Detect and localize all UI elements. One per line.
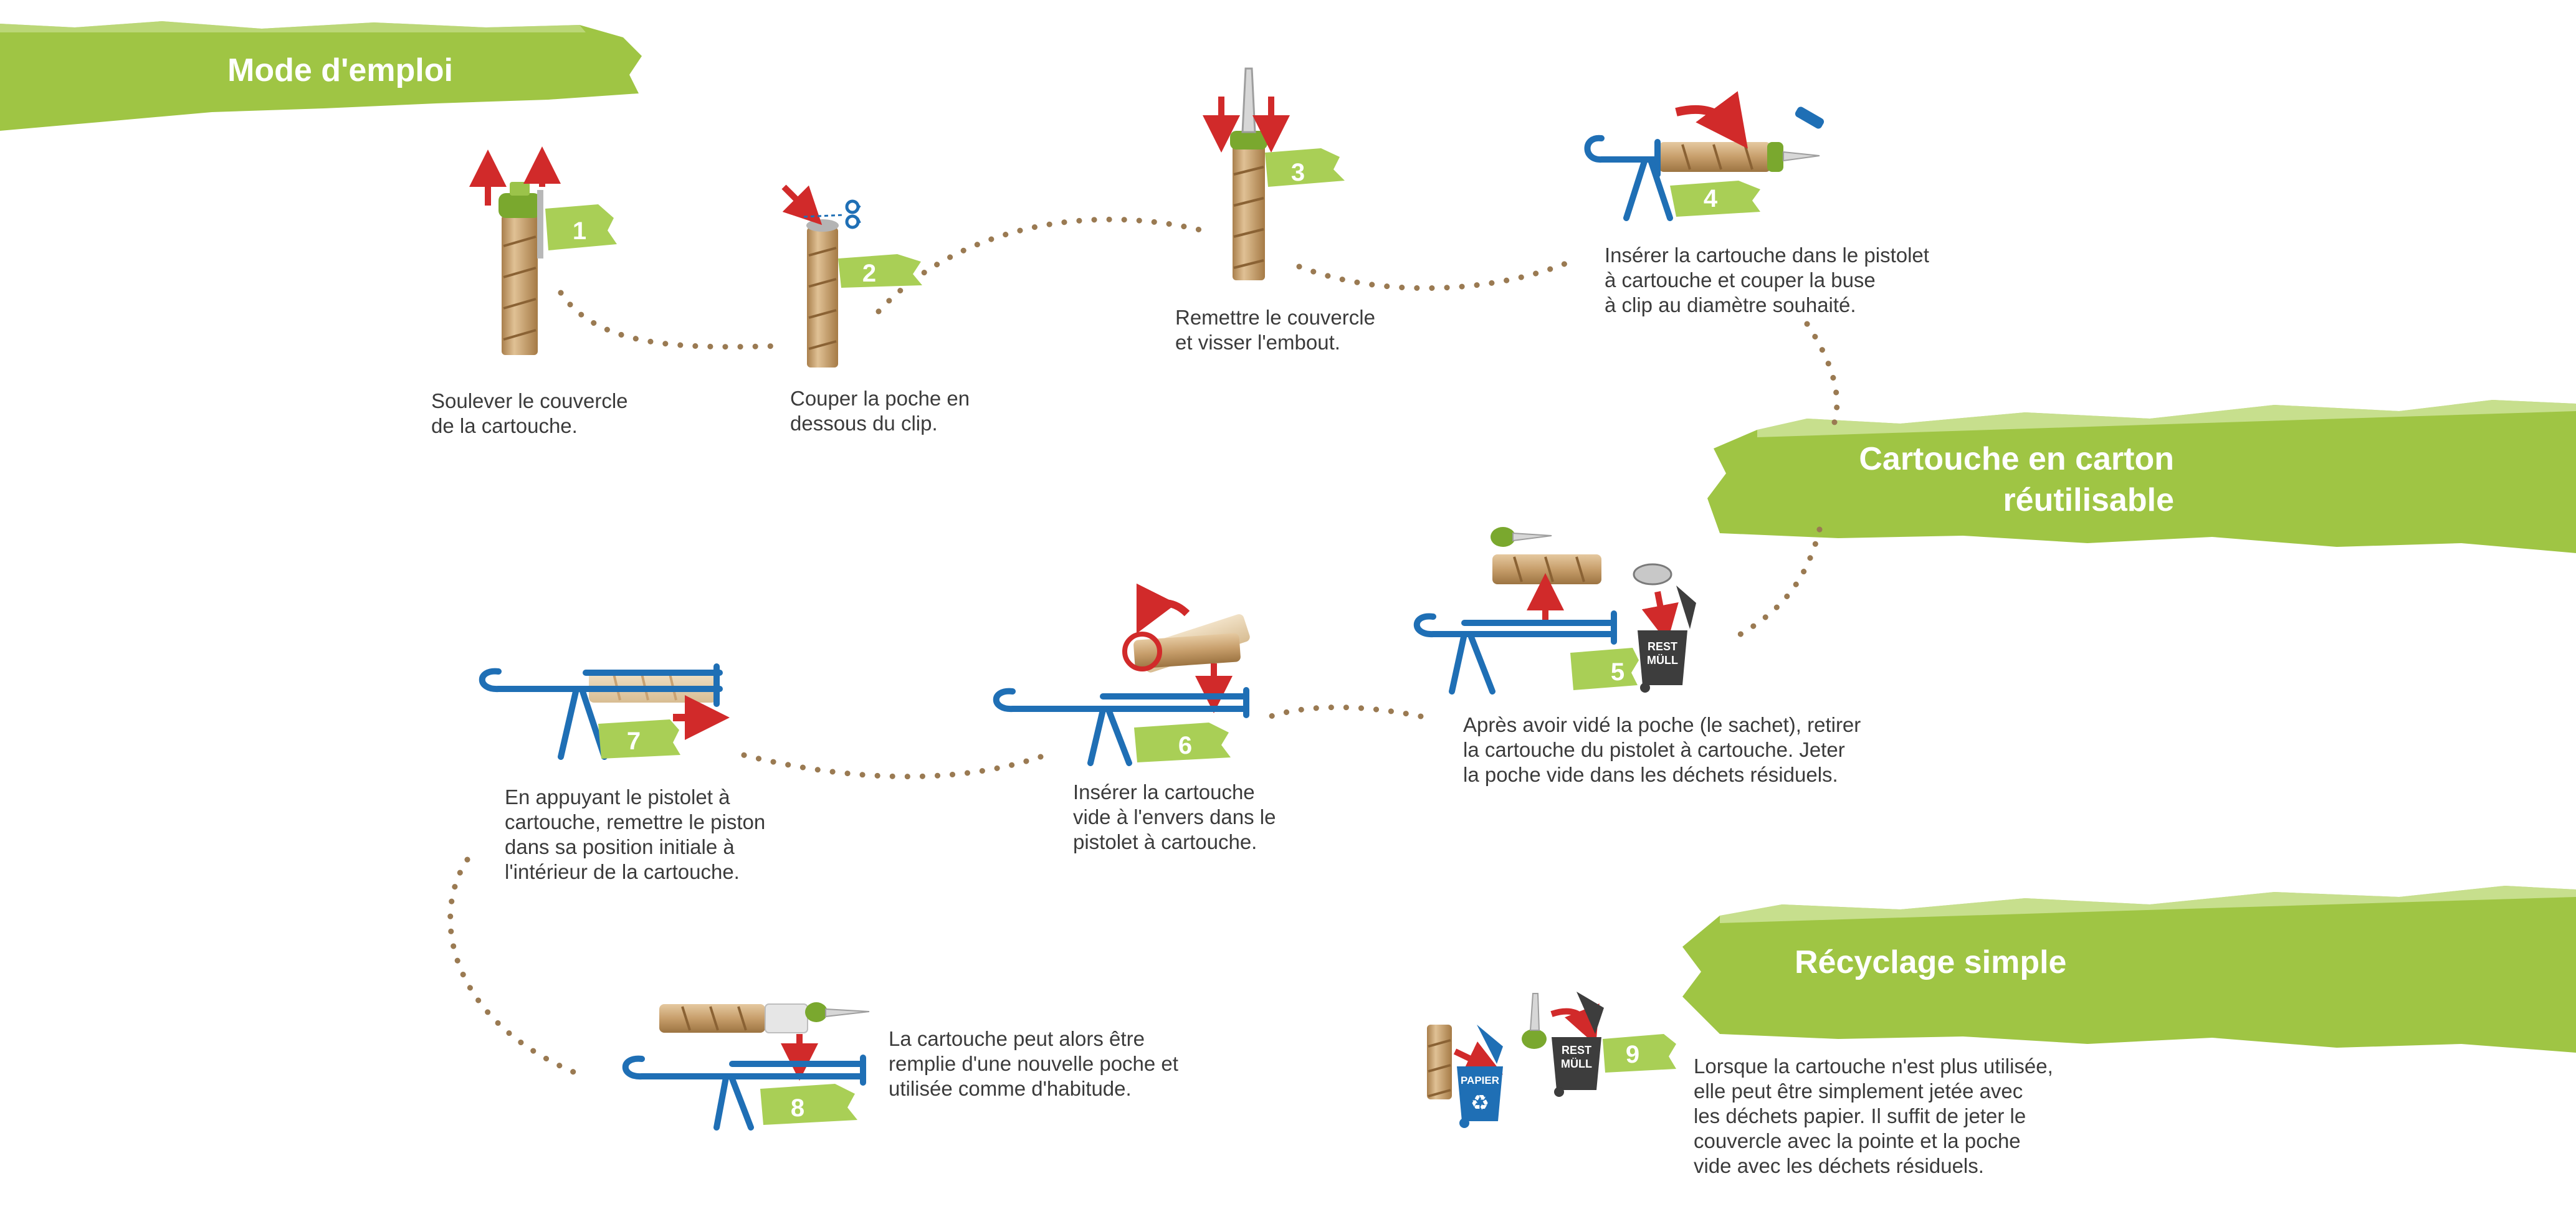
step-2-caption: Couper la poche en dessous du clip. xyxy=(790,387,970,435)
step-4-number: 4 xyxy=(1704,185,1718,212)
banner-recyclage xyxy=(1682,886,2576,1053)
step-3-number: 3 xyxy=(1291,159,1305,186)
step-5-caption: Après avoir vidé la poche (le sachet), r… xyxy=(1463,713,1861,786)
rest-muell-bin-icon xyxy=(1552,992,1604,1097)
bin-muell-label: MÜLL xyxy=(1647,654,1678,666)
step-9-number: 9 xyxy=(1626,1041,1639,1068)
step-8-illustration xyxy=(622,1002,870,1131)
cutter-icon xyxy=(1795,107,1825,129)
step-5-illustration: REST MÜLL xyxy=(1413,527,1696,695)
caulking-gun-icon xyxy=(993,687,1249,766)
step-8-caption: La cartouche peut alors être remplie d'u… xyxy=(889,1027,1178,1100)
step-8-number: 8 xyxy=(791,1094,804,1122)
caulking-gun-icon xyxy=(622,1055,866,1131)
step-1-caption: Soulever le couvercle de la cartouche. xyxy=(431,389,628,437)
step-5-number: 5 xyxy=(1611,658,1624,686)
step-2-illustration xyxy=(781,184,922,368)
step-1-illustration xyxy=(469,146,617,355)
step-3-caption: Remettre le couvercle et visser l'embout… xyxy=(1175,306,1375,354)
recycle-icon: ♻ xyxy=(1471,1091,1489,1116)
step-4-caption: Insérer la cartouche dans le pistolet à … xyxy=(1605,244,1929,316)
section-title-mode-emploi: Mode d'emploi xyxy=(227,52,453,88)
scissors-icon xyxy=(845,199,861,229)
bin-muell-label: MÜLL xyxy=(1561,1058,1592,1070)
bin-rest-label: REST xyxy=(1562,1044,1591,1056)
step-2-number: 2 xyxy=(862,260,876,287)
step-9-illustration: PAPIER ♻ REST MÜLL xyxy=(1427,992,1676,1128)
banner-cartouche xyxy=(1707,400,2576,553)
bin-rest-label: REST xyxy=(1648,640,1677,653)
caulking-gun-icon xyxy=(1413,610,1617,695)
step-1-number: 1 xyxy=(573,217,586,245)
step-7-number: 7 xyxy=(627,728,641,755)
bin-papier-label: PAPIER xyxy=(1461,1074,1499,1086)
rest-muell-bin-icon xyxy=(1638,586,1696,693)
paper-bin-icon xyxy=(1457,1025,1503,1128)
step-6-number: 6 xyxy=(1178,732,1192,759)
step-6-caption: Insérer la cartouche vide à l'envers dan… xyxy=(1073,780,1276,853)
step-7-illustration xyxy=(479,663,730,760)
step-7-caption: En appuyant le pistolet à cartouche, rem… xyxy=(505,785,766,883)
step-9-caption: Lorsque la cartouche n'est plus utilisée… xyxy=(1694,1055,2053,1177)
section-title-recyclage: Récyclage simple xyxy=(1795,944,2067,980)
step-6-illustration xyxy=(993,583,1250,766)
section-title-cartouche: Cartouche en carton réutilisable xyxy=(1859,441,2174,518)
caulking-gun-icon xyxy=(1584,135,1673,221)
step-4-illustration xyxy=(1584,91,1825,221)
step-3-illustration xyxy=(1203,67,1345,280)
banner-mode-emploi xyxy=(0,21,642,131)
